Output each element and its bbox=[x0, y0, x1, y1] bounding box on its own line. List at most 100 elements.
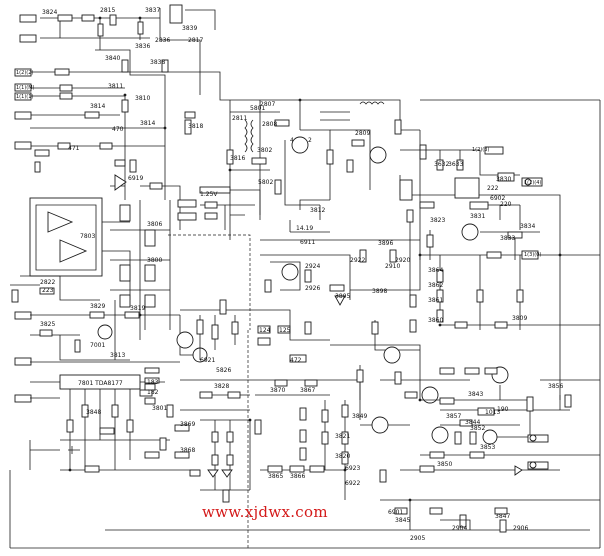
node-labels: 1.25V 14.19 470 471 472 182 183 220 222 … bbox=[16, 70, 541, 516]
label-r3866: 3866 bbox=[290, 473, 305, 480]
rail-6911: 6911 bbox=[300, 239, 315, 246]
label-r3845: 3845 bbox=[395, 517, 410, 524]
conn-right-1: 1(2)(3) bbox=[472, 147, 489, 153]
tag-222: 222 bbox=[487, 185, 499, 192]
label-r3811: 3811 bbox=[108, 83, 123, 90]
label-c2817: 2817 bbox=[188, 37, 203, 44]
label-r3834: 3834 bbox=[520, 223, 535, 230]
opamp-block bbox=[10, 197, 131, 303]
conn-left-3: 1(1)(1) bbox=[16, 94, 33, 100]
right-lower-section bbox=[330, 344, 600, 533]
label-t5802: 5802 bbox=[258, 179, 273, 186]
tag-190: 190 bbox=[497, 406, 509, 413]
conn-right-3: 1(3)(0) bbox=[524, 252, 541, 258]
label-r3823: 3823 bbox=[430, 217, 445, 224]
label-c2905: 2905 bbox=[410, 535, 425, 542]
ic-tda8177 bbox=[29, 367, 200, 473]
label-r3867: 3867 bbox=[300, 387, 315, 394]
label-r3824: 3824 bbox=[42, 9, 57, 16]
label-c2809: 2809 bbox=[355, 130, 370, 137]
tag-124: 124 bbox=[259, 327, 271, 334]
label-r3853: 3853 bbox=[480, 444, 495, 451]
label-r3843: 3843 bbox=[468, 391, 483, 398]
tag-223: 223 bbox=[42, 287, 54, 294]
label-ic7801: 7801 TDA8177 bbox=[78, 380, 123, 387]
label-r3857: 3857 bbox=[446, 413, 461, 420]
label-d6902: 6902 bbox=[490, 195, 505, 202]
rail-6901: 6901 bbox=[388, 509, 403, 516]
node-14-19: 14.19 bbox=[296, 225, 313, 232]
left-connectors bbox=[14, 14, 37, 403]
rail-3633: 3633 bbox=[448, 161, 463, 168]
label-r3860: 3860 bbox=[428, 317, 443, 324]
frame-wires bbox=[9, 100, 601, 549]
label-c2822: 2822 bbox=[40, 279, 55, 286]
label-r3838: 3838 bbox=[150, 59, 165, 66]
label-r3830: 3830 bbox=[496, 176, 511, 183]
label-r3829: 3829 bbox=[90, 303, 105, 310]
label-c2906: 2906 bbox=[513, 525, 528, 532]
label-r3861: 3861 bbox=[428, 297, 443, 304]
tag-2: 2 bbox=[308, 137, 312, 144]
label-q7001: 7001 bbox=[90, 342, 105, 349]
label-r3821: 3821 bbox=[335, 433, 350, 440]
rail-3632: 3632 bbox=[434, 161, 449, 168]
lower-middle-section bbox=[144, 299, 361, 459]
rail-5826: 5826 bbox=[216, 367, 231, 374]
label-r3825: 3825 bbox=[40, 321, 55, 328]
center-left-stack bbox=[110, 174, 181, 340]
label-c2920: 2920 bbox=[395, 257, 410, 264]
label-r3800: 3800 bbox=[147, 257, 162, 264]
component-labels: 3824 2815 3837 3836 3840 2836 3838 3839 … bbox=[40, 7, 563, 542]
label-r3809: 3809 bbox=[512, 315, 527, 322]
tag-470: 470 bbox=[112, 126, 124, 133]
label-t5801: 5801 bbox=[250, 105, 265, 112]
label-ic7803: 7803 bbox=[80, 233, 95, 240]
tag-183: 183 bbox=[147, 379, 159, 386]
label-r3898: 3898 bbox=[372, 288, 387, 295]
label-r3870: 3870 bbox=[270, 387, 285, 394]
label-r3816: 3816 bbox=[230, 155, 245, 162]
label-r3833: 3833 bbox=[500, 235, 515, 242]
rail-3828: 3828 bbox=[214, 383, 229, 390]
label-c2922: 2922 bbox=[350, 257, 365, 264]
label-r3849: 3849 bbox=[352, 413, 367, 420]
center-middle-section bbox=[260, 239, 600, 351]
label-r3850: 3850 bbox=[437, 461, 452, 468]
label-c2815: 2815 bbox=[100, 7, 115, 14]
label-r3865: 3865 bbox=[268, 473, 283, 480]
node-1-25v: 1.25V bbox=[200, 191, 218, 198]
label-c2926: 2926 bbox=[305, 285, 320, 292]
tag-4: 4 bbox=[290, 137, 294, 144]
label-r3837: 3837 bbox=[145, 7, 160, 14]
label-r3814b: 3814 bbox=[90, 103, 105, 110]
label-r3847: 3847 bbox=[495, 513, 510, 520]
label-c2807: 2807 bbox=[260, 101, 275, 108]
right-top-section bbox=[399, 99, 600, 400]
label-r3818: 3818 bbox=[188, 123, 203, 130]
label-c2811: 2811 bbox=[232, 115, 247, 122]
junction-dots bbox=[68, 16, 562, 502]
label-r3869: 3869 bbox=[180, 421, 195, 428]
diode-cluster bbox=[189, 394, 410, 503]
label-r3848: 3848 bbox=[86, 409, 101, 416]
label-r3856: 3856 bbox=[548, 383, 563, 390]
label-c2910: 2910 bbox=[385, 263, 400, 270]
tag-220: 220 bbox=[500, 201, 512, 208]
label-r3820: 3820 bbox=[335, 453, 350, 460]
label-r3840: 3840 bbox=[105, 55, 120, 62]
tag-1013: 1013 bbox=[485, 409, 500, 416]
label-c2808: 2808 bbox=[262, 121, 277, 128]
label-r3802: 3802 bbox=[257, 147, 272, 154]
label-r3819: 3819 bbox=[130, 305, 145, 312]
label-r3801: 3801 bbox=[152, 405, 167, 412]
label-r3814: 3814 bbox=[140, 120, 155, 127]
tag-472: 472 bbox=[290, 357, 302, 364]
conn-right-2: 1(2)(4) bbox=[524, 180, 541, 186]
watermark: www.xjdwx.com bbox=[202, 503, 328, 521]
label-r3844: 3844 bbox=[465, 419, 480, 426]
label-c2924: 2924 bbox=[305, 263, 320, 270]
label-r3839: 3839 bbox=[182, 25, 197, 32]
